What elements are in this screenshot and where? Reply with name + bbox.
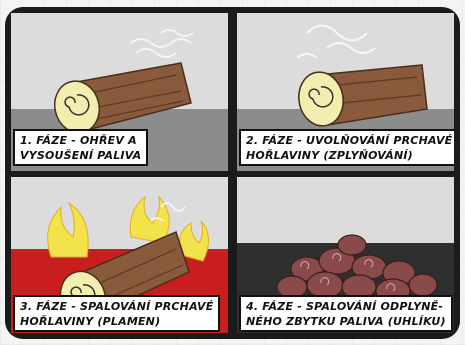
caption-phase-2: 2. FÁZE - UVOLŇOVÁNÍ PRCHAVÉ HOŘLAVINY (… xyxy=(239,129,454,166)
panel-phase-2: 2. FÁZE - UVOLŇOVÁNÍ PRCHAVÉ HOŘLAVINY (… xyxy=(237,13,454,171)
caption-phase-1: 1. FÁZE - OHŘEV A VYSOUŠENÍ PALIVA xyxy=(13,129,148,166)
comic-frame: 1. FÁZE - OHŘEV A VYSOUŠENÍ PALIVA 2. FÁ… xyxy=(5,7,460,339)
panel-phase-3: 3. FÁZE - SPALOVÁNÍ PRCHAVÉ HOŘLAVINY (P… xyxy=(11,177,228,333)
caption-phase-3: 3. FÁZE - SPALOVÁNÍ PRCHAVÉ HOŘLAVINY (P… xyxy=(13,295,220,332)
caption-phase-4: 4. FÁZE - SPALOVÁNÍ ODPLYNĚ- NÉHO ZBYTKU… xyxy=(239,295,453,332)
panel-phase-1: 1. FÁZE - OHŘEV A VYSOUŠENÍ PALIVA xyxy=(11,13,228,171)
panel-phase-4: 4. FÁZE - SPALOVÁNÍ ODPLYNĚ- NÉHO ZBYTKU… xyxy=(237,177,454,333)
